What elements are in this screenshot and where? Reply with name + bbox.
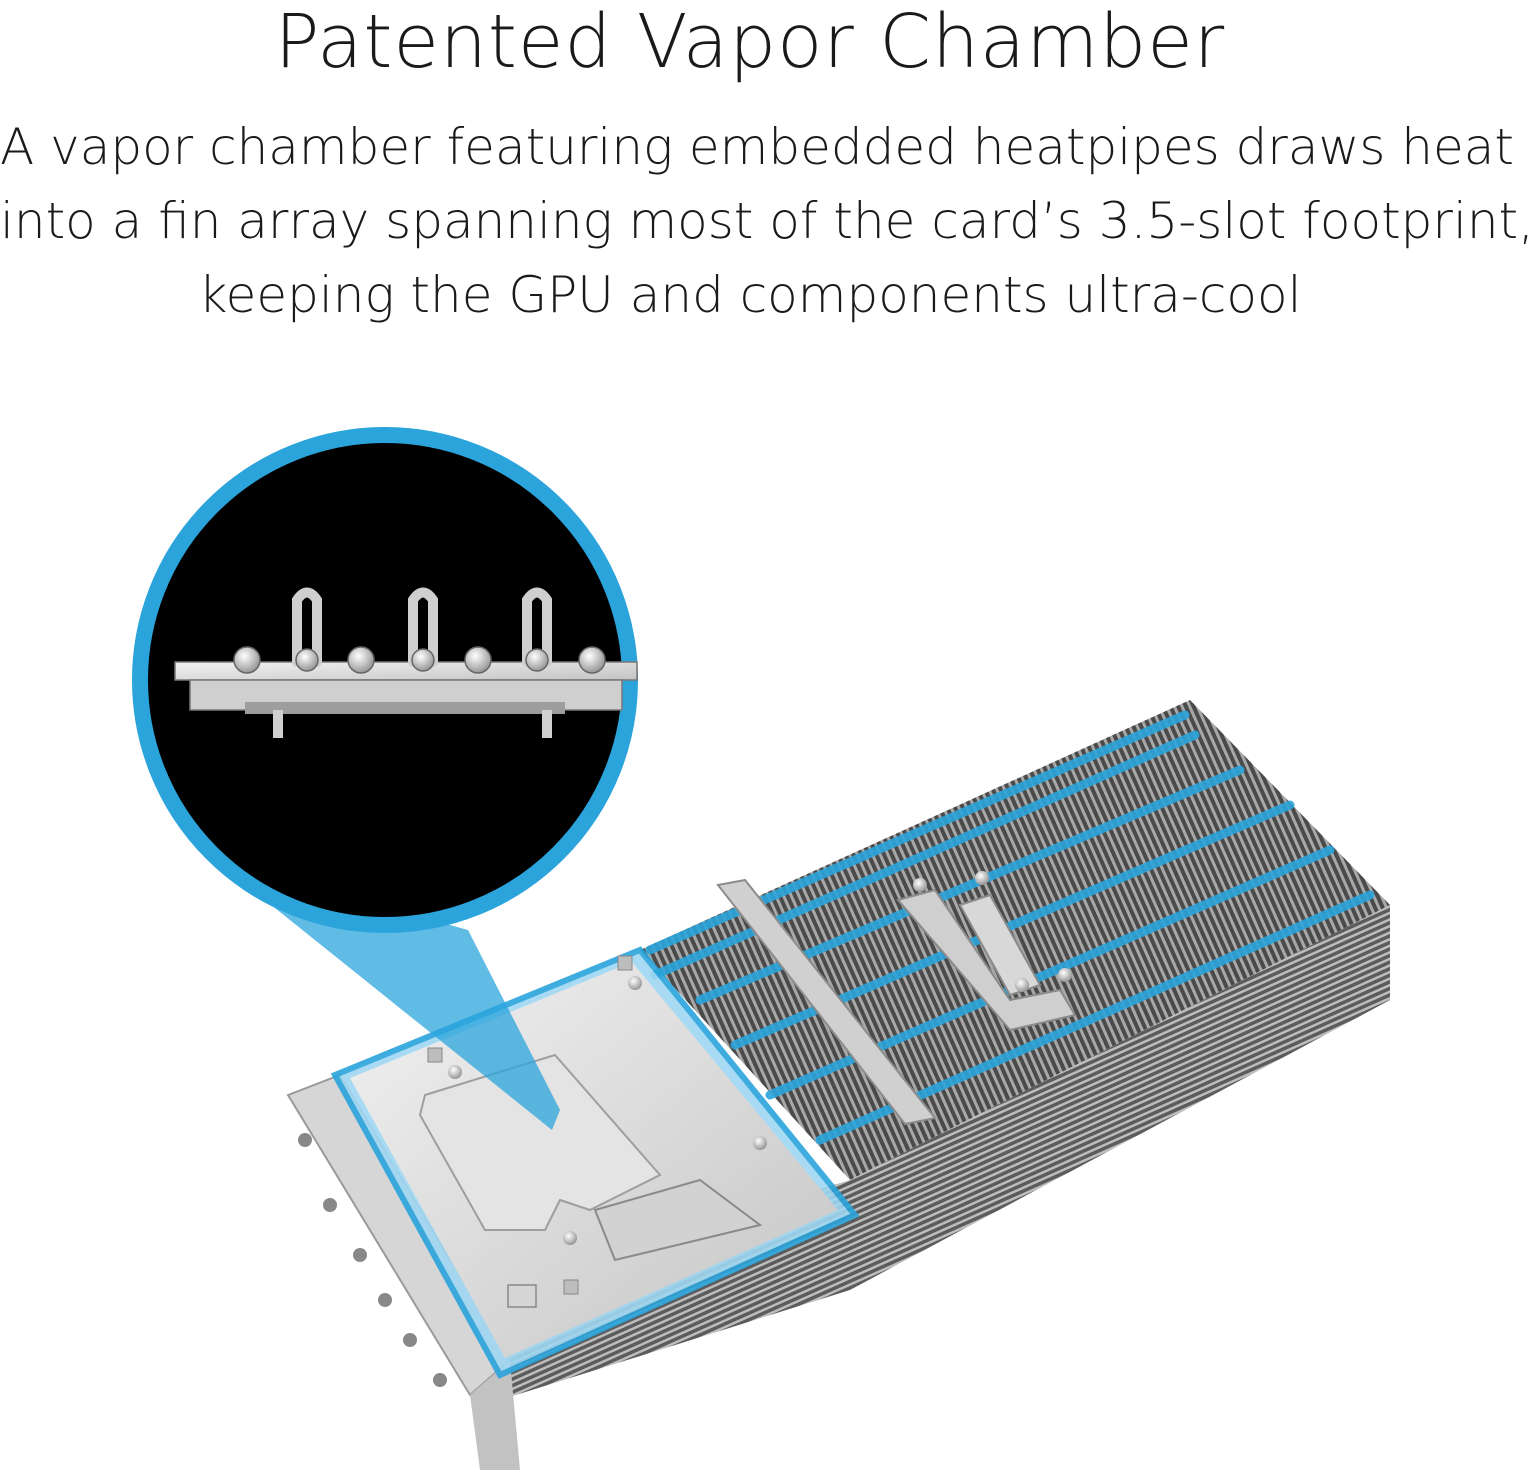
description-line-3: keeping the GPU and components ultra-coo…: [198, 266, 1302, 324]
description-line-2: into a fin array spanning most of the ca…: [0, 192, 1534, 250]
vapor-chamber-callout: [132, 427, 638, 933]
description-line-1: A vapor chamber featuring embedded heatp…: [0, 118, 1514, 176]
callout-pointer: [215, 860, 560, 1130]
mounting-bracket: [716, 878, 937, 1126]
heatsink-illustration: [132, 427, 1390, 1470]
description: A vapor chamber featuring embedded heatp…: [0, 110, 1534, 332]
io-bracket: [286, 1073, 520, 1470]
qr-label: [507, 1284, 537, 1308]
page-title: Patented Vapor Chamber: [274, 0, 1226, 85]
v-bracket: [896, 871, 1077, 1032]
